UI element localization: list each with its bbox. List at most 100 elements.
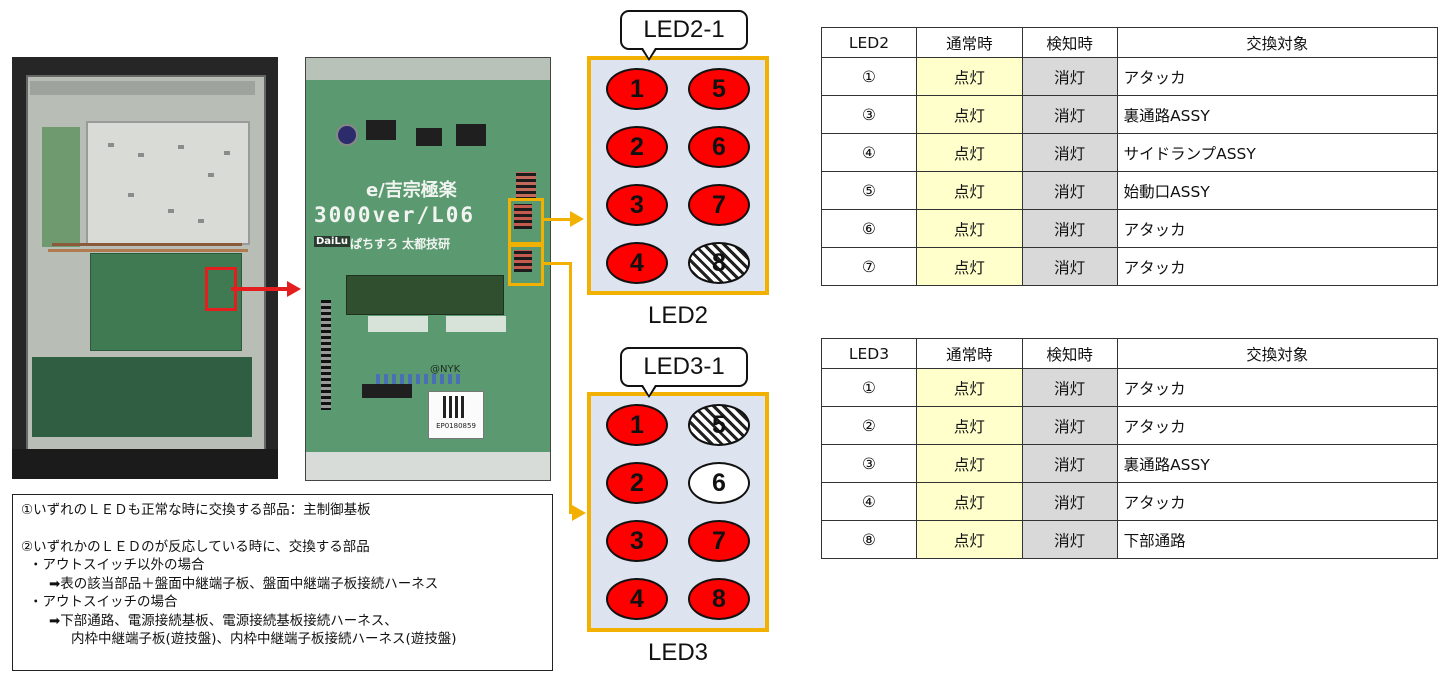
detect-state-cell: 消灯 [1021, 368, 1118, 407]
led3-1-callout: LED3-1 [620, 347, 748, 387]
led-number-cell: ③ [821, 444, 917, 483]
led2-connector [514, 204, 532, 229]
replace-target-cell: 裏通路ASSY [1116, 95, 1439, 134]
led3-link-line [569, 262, 572, 514]
normal-state-cell: 点灯 [915, 406, 1023, 445]
normal-state-cell: 点灯 [915, 482, 1023, 521]
led-indicator-4: 4 [606, 578, 668, 620]
detect-state-cell: 消灯 [1021, 444, 1118, 483]
led-number: 6 [712, 468, 726, 497]
led-number-cell: ③ [821, 95, 917, 134]
header-target: 交換対象 [1116, 27, 1439, 58]
led-number-cell: ⑥ [821, 209, 917, 248]
led2-title: LED2 [647, 302, 709, 329]
led-indicator-7: 7 [688, 520, 750, 562]
led-indicator-5: 5 [688, 68, 750, 110]
wire-harness [48, 249, 248, 252]
qr-code-icon [443, 396, 465, 418]
replace-target-cell: アタッカ [1116, 482, 1439, 521]
led-indicator-6: 6 [688, 462, 750, 504]
detect-state-cell: 消灯 [1021, 520, 1118, 559]
led3-link-line [541, 262, 571, 265]
machine-back-photo [12, 57, 278, 479]
led-number: 2 [630, 468, 644, 497]
board-sticker-code: EP0180859 [436, 422, 476, 430]
led-number-cell: ⑤ [821, 171, 917, 210]
led-number: 8 [712, 584, 726, 613]
board-pin-header [321, 300, 331, 410]
led-number-cell: ④ [821, 133, 917, 172]
board-connector [516, 172, 536, 200]
replacement-notes: ①いずれのＬＥＤも正常な時に交換する部品：主制御基板 ②いずれかのＬＥＤのが反応… [12, 494, 553, 671]
replace-target-cell: アタッカ [1116, 57, 1439, 96]
led-number: 3 [630, 526, 644, 555]
normal-state-cell: 点灯 [915, 444, 1023, 483]
machine-base [12, 449, 278, 479]
board-top-edge [306, 58, 550, 80]
led-indicator-2: 2 [606, 462, 668, 504]
note-line: ➡表の該当部品＋盤面中継端子板、盤面中継端子板接続ハーネス [49, 575, 439, 592]
board-sticker: EP0180859 [428, 391, 484, 439]
led-number: 7 [712, 526, 726, 555]
led-number-cell: ① [821, 57, 917, 96]
led-indicator-8: 8 [688, 242, 750, 284]
detect-state-cell: 消灯 [1021, 133, 1118, 172]
replace-target-cell: アタッカ [1116, 247, 1439, 286]
note-line: ①いずれのＬＥＤも正常な時に交換する部品：主制御基板 [21, 502, 371, 518]
led-indicator-1: 1 [606, 68, 668, 110]
led-number: 8 [712, 248, 726, 277]
led3-connector-highlight [508, 244, 544, 286]
normal-state-cell: 点灯 [915, 95, 1023, 134]
normal-state-cell: 点灯 [915, 209, 1023, 248]
detect-state-cell: 消灯 [1021, 95, 1118, 134]
led-number: 7 [712, 190, 726, 219]
led3-connector [514, 250, 532, 272]
header-normal: 通常時 [915, 27, 1023, 58]
led3-1-callout-tail-inner [643, 385, 655, 395]
detect-state-cell: 消灯 [1021, 482, 1118, 521]
header-normal: 通常時 [915, 338, 1023, 369]
led-number: 1 [630, 74, 644, 103]
resistor-row [376, 374, 460, 384]
zoom-arrow [231, 287, 289, 291]
ic-chip [366, 120, 396, 140]
normal-state-cell: 点灯 [915, 57, 1023, 96]
board-display-area [346, 275, 504, 315]
replace-target-cell: 始動口ASSY [1116, 171, 1439, 210]
replace-target-cell: 裏通路ASSY [1116, 444, 1439, 483]
led-number: 4 [630, 584, 644, 613]
header-led: LED3 [821, 338, 917, 369]
replace-target-cell: サイドランプASSY [1116, 133, 1439, 172]
led-indicator-5: 5 [688, 404, 750, 446]
led3-link-arrow-head [572, 505, 586, 521]
led-indicator-7: 7 [688, 184, 750, 226]
led-indicator-3: 3 [606, 184, 668, 226]
normal-state-cell: 点灯 [915, 368, 1023, 407]
table-header-row: LED3 通常時 検知時 交換対象 [821, 338, 1439, 369]
board-bottom-edge [306, 452, 550, 480]
detect-state-cell: 消灯 [1021, 406, 1118, 445]
led-number: 5 [712, 74, 726, 103]
ic-chip [416, 128, 442, 146]
led-number-cell: ⑦ [821, 247, 917, 286]
lower-board [32, 357, 252, 437]
led-number: 1 [630, 410, 644, 439]
main-board-photo: e/吉宗極楽 3000ver/L06 DaiLu ぱちすろ 太都技研 @NYK … [305, 57, 551, 481]
led2-1-callout: LED2-1 [620, 10, 748, 50]
led-indicator-2: 2 [606, 126, 668, 168]
main-board-cover [86, 121, 250, 245]
machine-side-board [42, 127, 80, 247]
led-indicator-3: 3 [606, 520, 668, 562]
led-number-cell: ② [821, 406, 917, 445]
led-number: 5 [712, 410, 726, 439]
note-line: ・アウトスイッチの場合 [29, 594, 178, 610]
